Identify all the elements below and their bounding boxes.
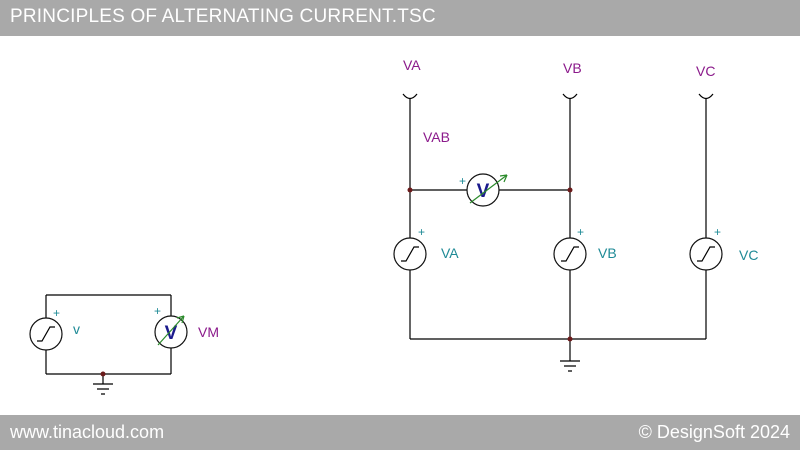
meter-arrow-icon — [157, 315, 185, 346]
right-circuit: VA VB VC VAB + V — [393, 57, 758, 372]
voltmeter-vab-plus: + — [459, 174, 466, 188]
terminal-va[interactable] — [402, 93, 418, 100]
voltmeter-vm[interactable]: V — [154, 315, 188, 349]
terminal-vc[interactable] — [698, 93, 714, 100]
junction-a — [407, 187, 413, 193]
source-vc[interactable] — [689, 237, 723, 271]
source-vb-plus: + — [577, 225, 584, 239]
terminal-vb[interactable] — [562, 93, 578, 100]
terminal-vc-label: VC — [696, 63, 715, 79]
ground-symbol-left[interactable] — [93, 383, 113, 395]
window-title: PRINCIPLES OF ALTERNATING CURRENT.TSC — [10, 6, 436, 27]
source-vc-label: VC — [739, 247, 758, 263]
junction-ground — [567, 336, 573, 342]
source-v-plus: + — [53, 306, 60, 320]
source-vb[interactable] — [553, 237, 587, 271]
left-circuit: + v V + VM — [29, 294, 219, 395]
source-vc-plus: + — [714, 225, 721, 239]
source-va[interactable] — [393, 237, 427, 271]
terminal-va-label: VA — [403, 57, 421, 73]
voltmeter-vab[interactable]: V — [466, 173, 508, 207]
source-v-label: v — [73, 321, 80, 337]
meter-arrow-icon — [469, 174, 508, 204]
voltmeter-vab-label: VAB — [423, 129, 450, 145]
footer-copyright: © DesignSoft 2024 — [638, 422, 790, 442]
junction-left — [100, 371, 106, 377]
source-vb-label: VB — [598, 245, 617, 261]
source-va-label: VA — [441, 245, 459, 261]
source-va-plus: + — [418, 225, 425, 239]
footer-website[interactable]: www.tinacloud.com — [10, 422, 165, 442]
voltmeter-vm-plus: + — [154, 304, 161, 318]
title-bar: PRINCIPLES OF ALTERNATING CURRENT.TSC — [0, 0, 800, 36]
voltmeter-vm-label: VM — [198, 324, 219, 340]
terminal-vb-label: VB — [563, 60, 582, 76]
voltmeter-vm-symbol: V — [165, 323, 178, 344]
footer-bar: www.tinacloud.com © DesignSoft 2024 — [0, 415, 800, 450]
voltmeter-vab-symbol: V — [477, 181, 490, 202]
schematic-canvas: + v V + VM VA VB VC — [29, 57, 758, 395]
source-v[interactable] — [29, 317, 63, 351]
ground-symbol-right[interactable] — [560, 360, 580, 372]
junction-b — [567, 187, 573, 193]
